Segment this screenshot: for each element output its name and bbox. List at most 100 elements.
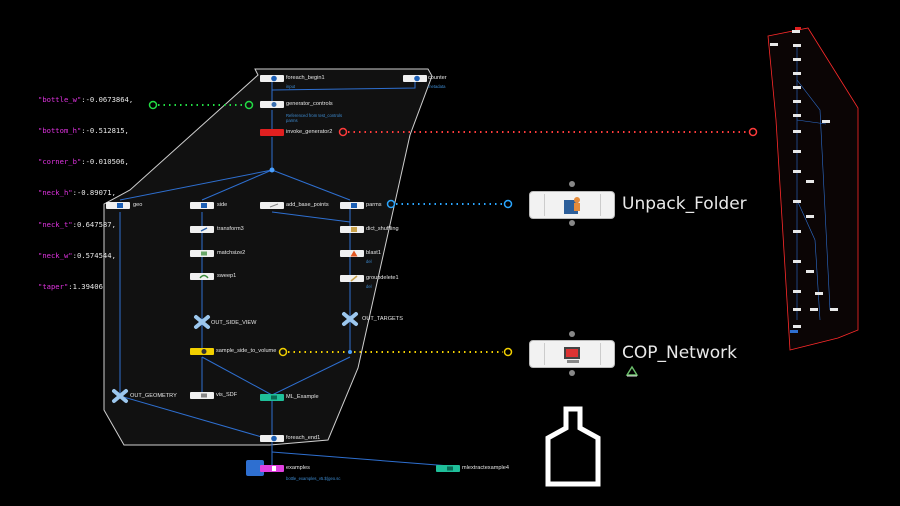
unpack-folder-label: Unpack_Folder xyxy=(622,194,747,214)
node-side[interactable] xyxy=(190,202,214,209)
node-label: invoke_generator2 xyxy=(286,129,333,135)
transform-icon xyxy=(200,227,208,232)
blue-link-endpoint-left[interactable] xyxy=(386,199,396,209)
param-row: "taper":1.39406 xyxy=(38,282,103,292)
node-generator-controls[interactable] xyxy=(260,101,284,108)
param-row: "neck_h":-0.89071, xyxy=(38,188,116,198)
controls-icon xyxy=(271,102,277,107)
node-examples[interactable] xyxy=(260,465,284,472)
vis-icon xyxy=(201,393,207,398)
cop-network-icon xyxy=(564,347,580,363)
node-foreach-begin1[interactable] xyxy=(260,75,284,82)
node-label: examples xyxy=(286,465,310,471)
dot-node[interactable] xyxy=(269,167,275,173)
node-label: OUT_TARGETS xyxy=(362,316,403,322)
tile-segment xyxy=(532,343,545,365)
node-invoke-generator2[interactable] xyxy=(260,129,284,136)
wires xyxy=(119,82,451,467)
node-label: OUT_GEOMETRY xyxy=(130,393,177,399)
node-sublabel: parms xyxy=(286,118,298,123)
node-sublabel: input xyxy=(286,84,296,89)
bottle-thumbnail xyxy=(529,404,615,492)
tile-segment xyxy=(600,194,613,216)
red-link-endpoint-left[interactable] xyxy=(338,127,348,137)
node-sample-side-to-volume[interactable] xyxy=(190,348,214,355)
node-label: transform3 xyxy=(217,226,244,232)
red-link-endpoint-right[interactable] xyxy=(748,127,758,137)
node-dict-shuffling[interactable] xyxy=(340,226,364,233)
green-link-endpoint-right[interactable] xyxy=(244,100,254,110)
group-icon xyxy=(350,275,358,282)
cop-network-node-tile[interactable] xyxy=(529,340,615,368)
node-sublabel: del xyxy=(366,284,372,289)
node-label: blast1 xyxy=(366,250,381,256)
null-node-out-geometry[interactable] xyxy=(112,389,128,403)
tile-segment xyxy=(532,194,545,216)
volume-icon xyxy=(201,349,207,354)
tile-segment xyxy=(600,343,613,365)
network-overview-minimap[interactable] xyxy=(767,27,859,351)
blue-link-endpoint-right[interactable] xyxy=(503,199,513,209)
node-groupdelete1[interactable] xyxy=(340,275,364,282)
node-sublabel: Referenced from test_controls xyxy=(286,113,343,118)
node-vis-sdf[interactable] xyxy=(190,392,214,399)
script-icon xyxy=(351,227,357,232)
node-label: parms xyxy=(366,202,382,208)
network-box-outline xyxy=(103,68,433,446)
yellow-link-endpoint-right[interactable] xyxy=(503,347,513,357)
node-add-base-points[interactable] xyxy=(260,202,284,209)
node-transform3[interactable] xyxy=(190,226,214,233)
node-ml-example[interactable] xyxy=(260,394,284,401)
node-label: groupdelete1 xyxy=(366,275,399,281)
node-geo[interactable] xyxy=(106,202,130,209)
node-label: counter xyxy=(428,75,447,81)
object-icon xyxy=(351,203,357,208)
node-label: mlextractexample4 xyxy=(462,465,509,471)
unpack-folder-node-tile[interactable] xyxy=(529,191,615,219)
parameter-dictionary: "bottle_w":-0.0673864, "bottom_h":-0.512… xyxy=(38,74,133,303)
node-sublabel: metadata xyxy=(428,84,446,89)
param-row: "neck_w":0.574544, xyxy=(38,250,116,260)
node-label: geo xyxy=(133,202,143,208)
node-label: OUT_SIDE_VIEW xyxy=(211,320,257,326)
node-label: side xyxy=(217,202,228,208)
node-parms[interactable] xyxy=(340,202,364,209)
green-link-endpoint-left[interactable] xyxy=(148,100,158,110)
foreach-icon xyxy=(414,75,420,82)
cop-network-label: COP_Network xyxy=(622,343,737,363)
file-icon xyxy=(272,466,276,471)
node-counter[interactable] xyxy=(403,75,427,82)
tile-connector-top xyxy=(569,181,575,187)
node-label: foreach_begin1 xyxy=(286,75,325,81)
node-mlextractexample4[interactable] xyxy=(436,465,460,472)
add-icon xyxy=(269,203,279,208)
node-sublabel: bottle_examples_v5.$(geo.sc xyxy=(286,476,341,481)
null-node-out-side-view[interactable] xyxy=(194,315,210,329)
dot-node[interactable] xyxy=(348,350,352,354)
param-row: "corner_b":-0.010506, xyxy=(38,157,129,167)
node-matchsize2[interactable] xyxy=(190,250,214,257)
foreach-icon xyxy=(271,435,277,442)
node-blast1[interactable] xyxy=(340,250,364,257)
object-icon xyxy=(201,203,207,208)
node-label: sweep1 xyxy=(217,273,237,279)
object-icon xyxy=(117,203,123,208)
node-label: dict_shuffling xyxy=(366,226,399,232)
tile-connector-top xyxy=(569,331,575,337)
node-label: foreach_end1 xyxy=(286,435,321,441)
tile-connector-bottom xyxy=(569,220,575,226)
null-node-out-targets[interactable] xyxy=(342,312,358,326)
sweep-icon xyxy=(199,274,209,279)
param-row: "neck_t":0.647587, xyxy=(38,219,116,229)
node-sweep1[interactable] xyxy=(190,273,214,280)
blast-icon xyxy=(350,250,358,257)
node-label: vis_SDF xyxy=(216,392,238,398)
ml-icon xyxy=(271,395,277,400)
node-label: ML_Example xyxy=(286,394,319,400)
param-row: "bottle_w":-0.0673864, xyxy=(38,94,134,104)
yellow-link-endpoint-left[interactable] xyxy=(278,347,288,357)
node-foreach-end1[interactable] xyxy=(260,435,284,442)
param-row: "bottom_h":-0.512815, xyxy=(38,126,129,136)
node-sublabel: del xyxy=(366,259,372,264)
